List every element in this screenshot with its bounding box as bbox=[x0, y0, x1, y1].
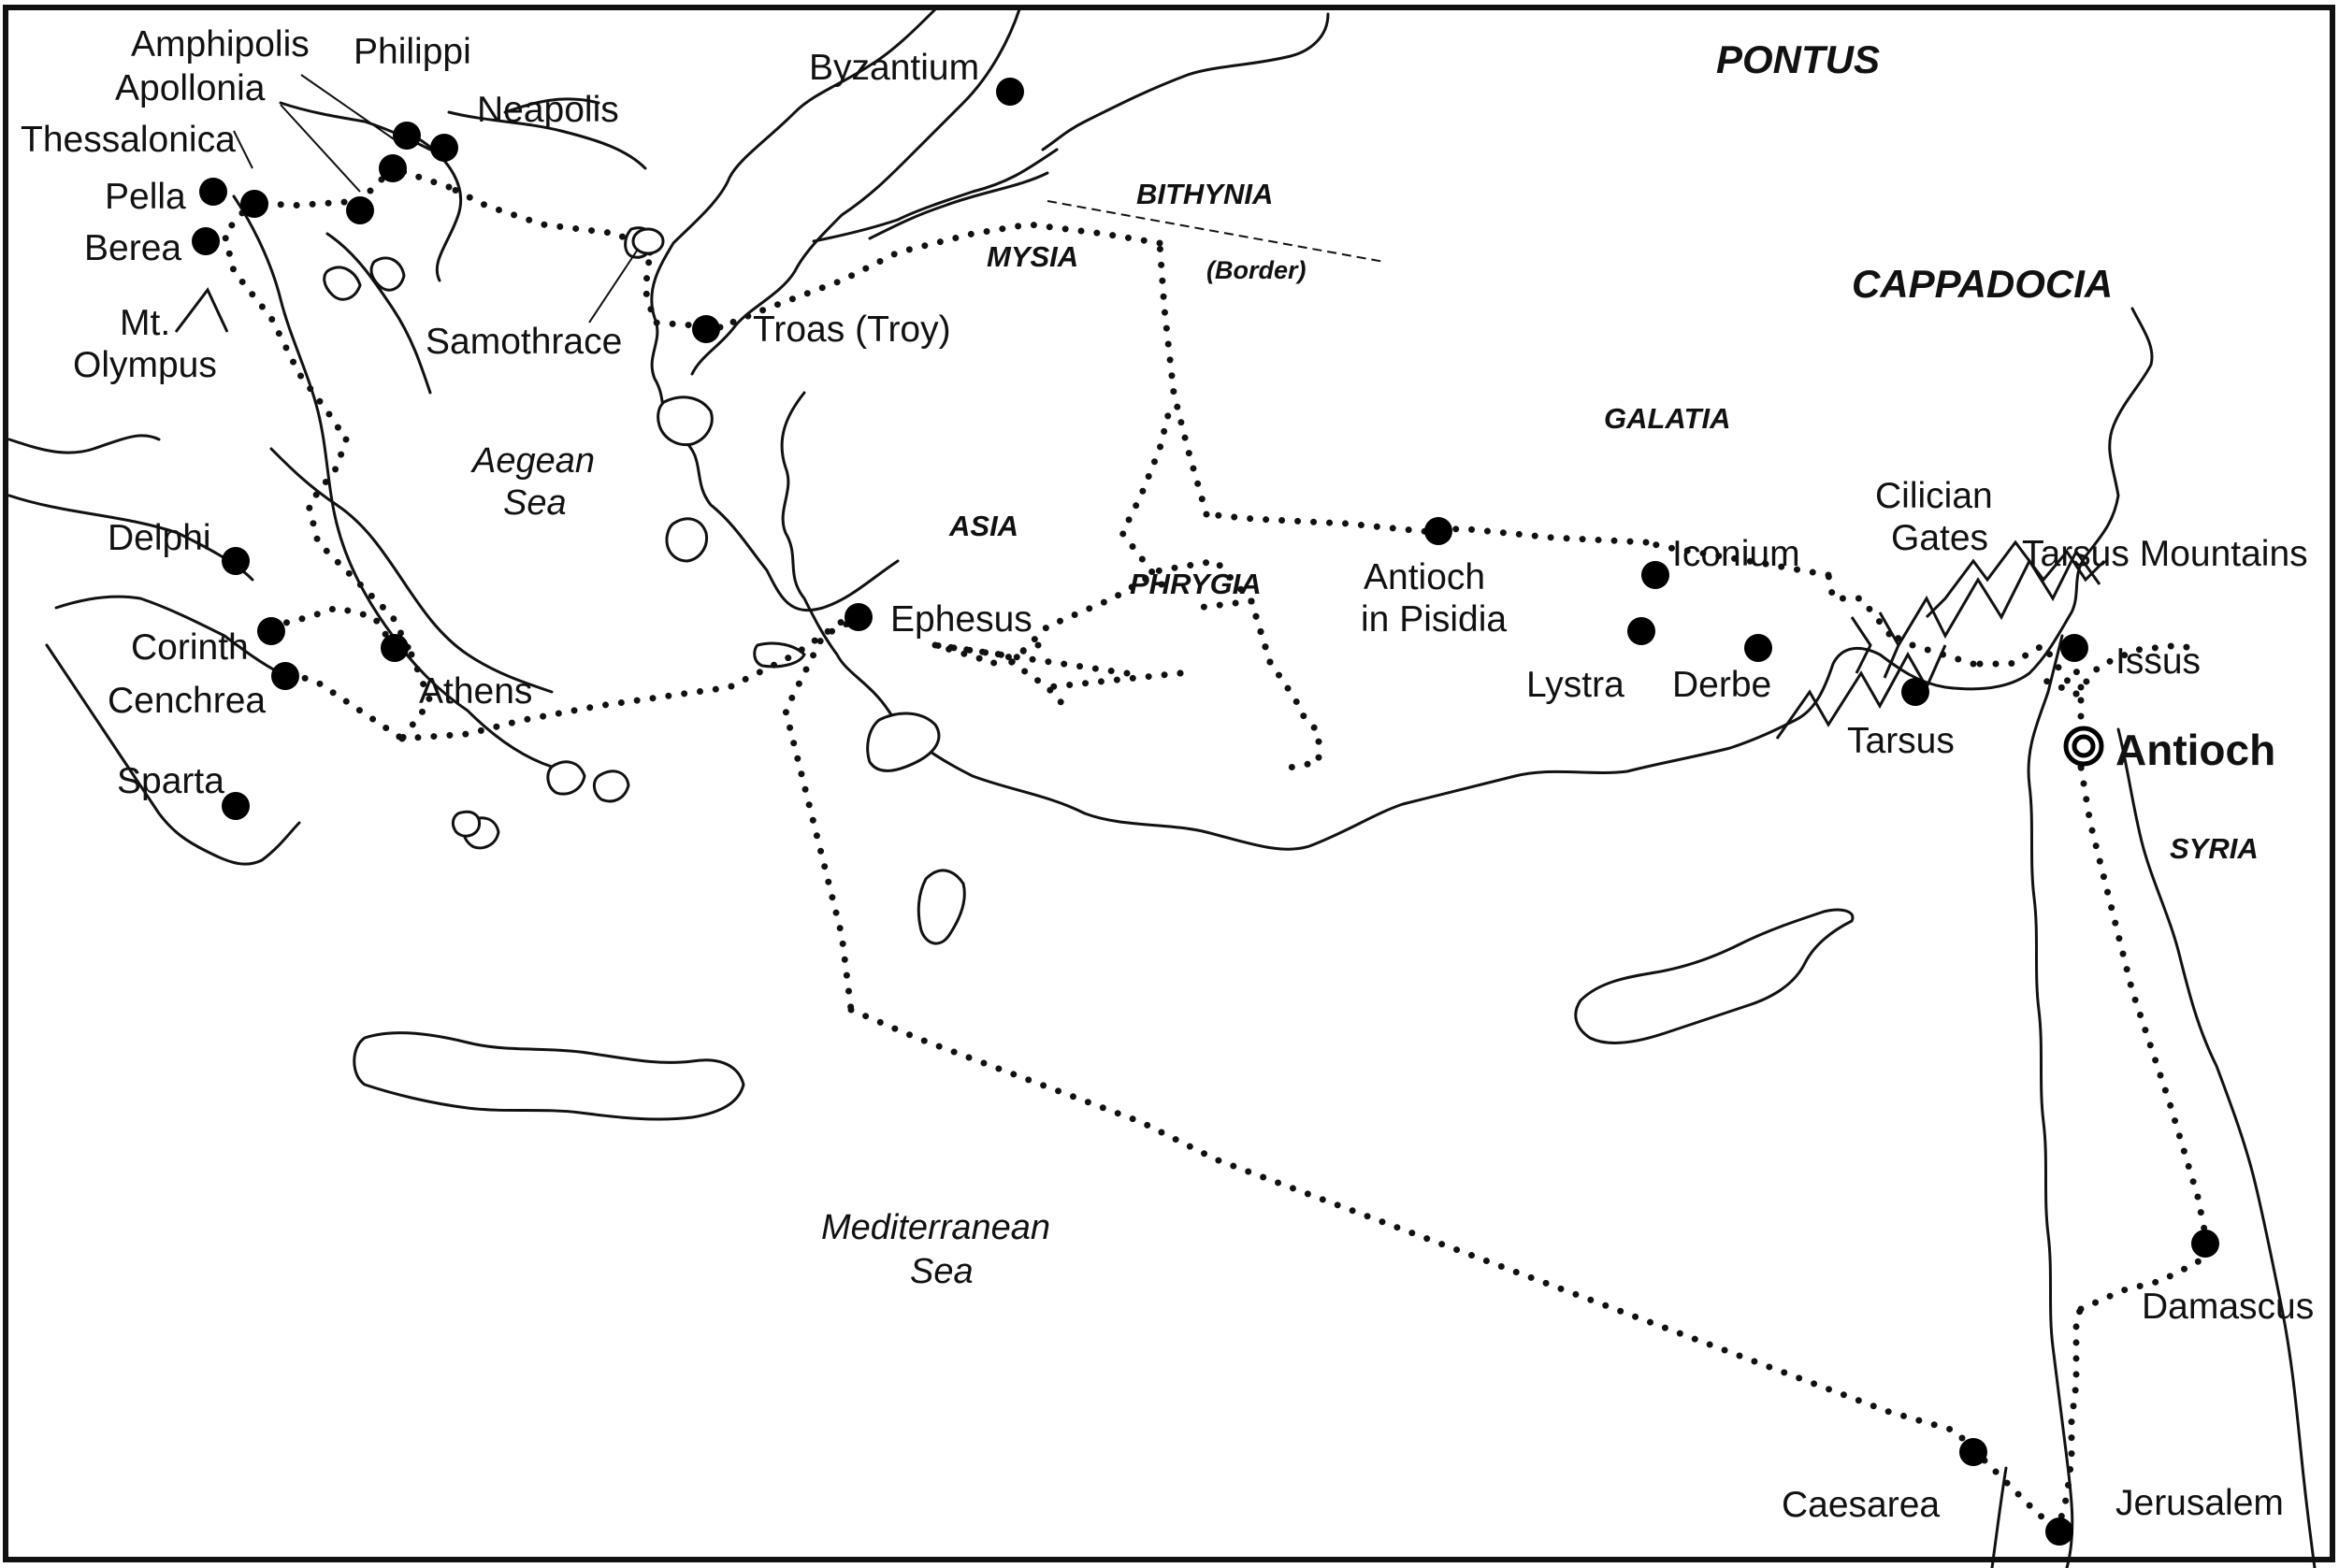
tarsus-mountains-east-icon bbox=[1925, 539, 2106, 619]
label-tarsus-mountains: Tarsus Mountains bbox=[2022, 534, 2308, 574]
region-bithynia: BITHYNIA bbox=[1136, 178, 1273, 210]
region-mysia: MYSIA bbox=[987, 240, 1078, 273]
region-asia: ASIA bbox=[948, 510, 1018, 542]
region-pontus: PONTUS bbox=[1716, 37, 1880, 81]
region-labels: PONTUS BITHYNIA MYSIA (Border) CAPPADOCI… bbox=[948, 37, 2259, 865]
label-damascus: Damascus bbox=[2142, 1287, 2314, 1327]
label-issus: Issus bbox=[2115, 641, 2201, 682]
label-iconium: Iconium bbox=[1672, 534, 1800, 574]
cilician-gates-icon bbox=[1850, 611, 1900, 679]
label-olympus-2: Olympus bbox=[73, 345, 217, 385]
city-markers bbox=[192, 78, 2219, 1546]
label-derbe: Derbe bbox=[1672, 665, 1771, 705]
label-jerusalem: Jerusalem bbox=[2115, 1483, 2284, 1523]
samothrace-island bbox=[631, 227, 665, 255]
city-dot-ephesus[interactable] bbox=[845, 603, 873, 631]
region-galatia: GALATIA bbox=[1604, 402, 1730, 435]
label-lystra: Lystra bbox=[1526, 665, 1624, 705]
label-antioch: Antioch bbox=[2115, 726, 2275, 774]
label-antioch-pisidia-2: in Pisidia bbox=[1361, 599, 1507, 640]
label-samothrace: Samothrace bbox=[426, 322, 622, 362]
sea-aegean-2: Sea bbox=[503, 483, 567, 523]
region-phrygia: PHRYGIA bbox=[1130, 568, 1262, 600]
islands bbox=[323, 226, 1855, 1121]
region-cappadocia: CAPPADOCIA bbox=[1852, 262, 2113, 306]
label-thessalonica: Thessalonica bbox=[21, 120, 236, 160]
label-delphi: Delphi bbox=[108, 518, 211, 558]
city-dot-damascus[interactable] bbox=[2191, 1230, 2219, 1258]
antioch-capital-icon[interactable] bbox=[2063, 726, 2104, 767]
city-dot-athens[interactable] bbox=[381, 634, 409, 662]
sea-mediterranean-1: Mediterranean bbox=[821, 1208, 1050, 1247]
label-tarsus: Tarsus bbox=[1847, 721, 1955, 761]
map-frame bbox=[3, 5, 2335, 1562]
label-corinth: Corinth bbox=[131, 627, 249, 668]
label-sparta: Sparta bbox=[117, 761, 224, 801]
city-dot-cenchrea[interactable] bbox=[271, 662, 299, 690]
city-dot-berea[interactable] bbox=[192, 227, 220, 255]
city-dot-iconium[interactable] bbox=[1641, 561, 1669, 589]
city-dot-jerusalem[interactable] bbox=[2045, 1518, 2073, 1546]
label-cilician-gates-1: Cilician bbox=[1875, 476, 1993, 516]
label-berea: Berea bbox=[84, 228, 181, 268]
sea-aegean-1: Aegean bbox=[470, 441, 595, 481]
label-athens: Athens bbox=[419, 671, 532, 712]
city-dot-byzantium[interactable] bbox=[996, 78, 1024, 106]
city-dot-troas[interactable] bbox=[692, 315, 720, 343]
feature-labels: Mt. Olympus Cilician Gates Tarsus Mounta… bbox=[73, 303, 2308, 574]
city-dot-corinth[interactable] bbox=[257, 617, 285, 645]
label-amphipolis: Amphipolis bbox=[131, 24, 310, 65]
city-dot-delphi[interactable] bbox=[222, 547, 250, 575]
border-line bbox=[1047, 200, 1385, 263]
region-border: (Border) bbox=[1206, 256, 1307, 284]
leader-lines bbox=[233, 74, 642, 324]
sea-mediterranean-2: Sea bbox=[910, 1252, 974, 1291]
label-apollonia: Apollonia bbox=[115, 68, 266, 108]
city-dot-neapolis[interactable] bbox=[430, 134, 458, 162]
city-dot-apollonia[interactable] bbox=[346, 196, 374, 224]
city-dot-issus[interactable] bbox=[2060, 634, 2088, 662]
route bbox=[221, 165, 2211, 1535]
sea-labels: Aegean Sea Mediterranean Sea bbox=[470, 441, 1050, 1291]
city-dot-tarsus[interactable] bbox=[1901, 678, 1929, 706]
olympus-mountain-icon bbox=[174, 287, 229, 333]
city-dot-thessalonica[interactable] bbox=[240, 190, 268, 218]
label-byzantium: Byzantium bbox=[809, 48, 979, 88]
city-dot-derbe[interactable] bbox=[1744, 634, 1772, 662]
city-labels: Amphipolis Apollonia Philippi Neapolis T… bbox=[21, 24, 2314, 1525]
label-troas: Troas (Troy) bbox=[753, 309, 951, 350]
city-dot-antioch-pisidia[interactable] bbox=[1424, 517, 1452, 545]
city-dot-philippi[interactable] bbox=[393, 122, 421, 150]
label-neapolis: Neapolis bbox=[477, 90, 619, 130]
city-dot-sparta[interactable] bbox=[222, 792, 250, 820]
label-cilician-gates-2: Gates bbox=[1891, 518, 1988, 558]
city-dot-caesarea[interactable] bbox=[1959, 1438, 1987, 1466]
mountains bbox=[174, 287, 2106, 740]
label-olympus-1: Mt. bbox=[120, 303, 170, 343]
label-caesarea: Caesarea bbox=[1782, 1485, 1940, 1525]
region-syria: SYRIA bbox=[2170, 832, 2259, 865]
label-ephesus: Ephesus bbox=[890, 599, 1032, 640]
label-antioch-pisidia-1: Antioch bbox=[1364, 557, 1485, 597]
coastlines bbox=[7, 7, 2317, 1568]
city-dot-amphipolis[interactable] bbox=[379, 154, 407, 182]
label-pella: Pella bbox=[105, 177, 186, 217]
label-philippi: Philippi bbox=[354, 32, 471, 72]
city-dot-pella[interactable] bbox=[199, 178, 227, 206]
label-cenchrea: Cenchrea bbox=[108, 681, 266, 721]
city-dot-lystra[interactable] bbox=[1627, 617, 1655, 645]
